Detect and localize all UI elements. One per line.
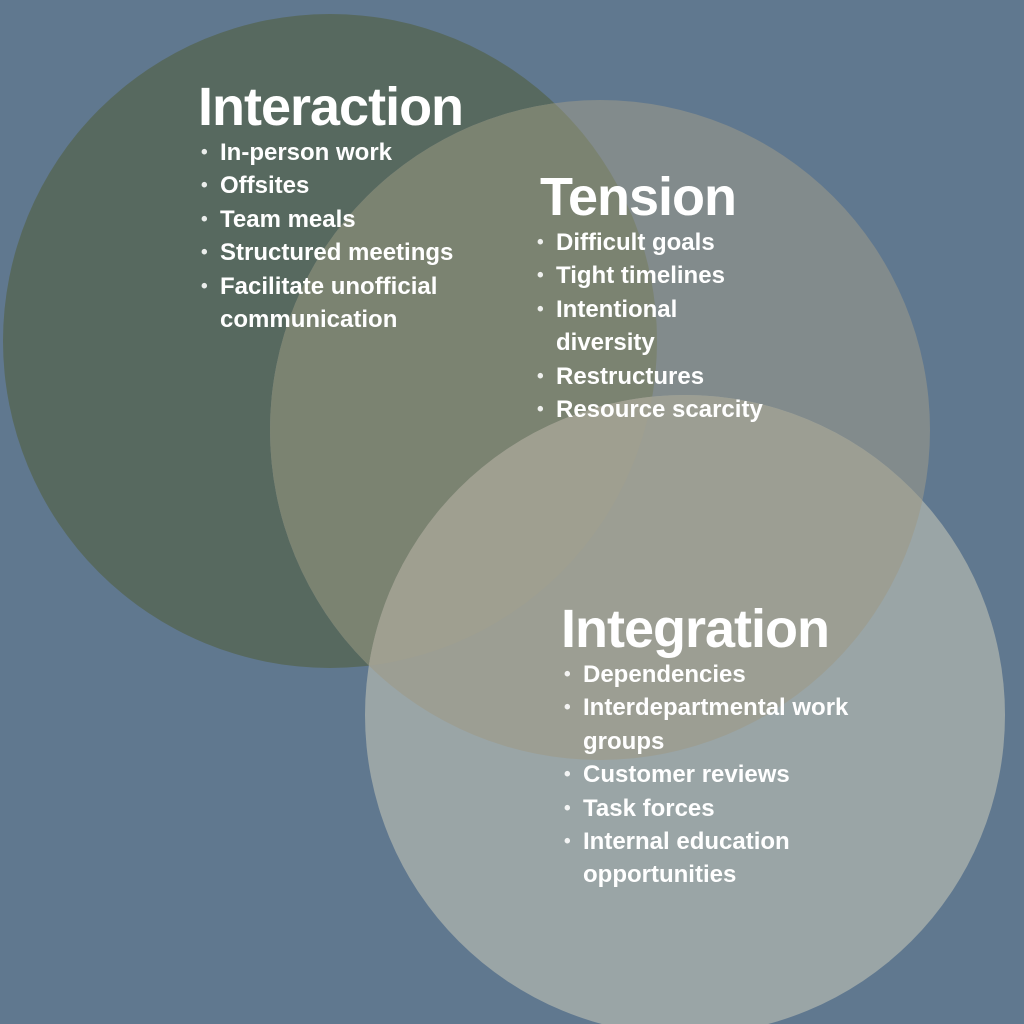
bullet-item: Restructures bbox=[536, 360, 763, 394]
triple-overlap bbox=[365, 395, 657, 668]
bullet-item: Resource scarcity bbox=[536, 393, 763, 427]
bullet-item: Offsites bbox=[200, 169, 500, 203]
bullet-item: Team meals bbox=[200, 203, 500, 237]
bullet-item: Dependencies bbox=[563, 658, 903, 692]
interaction-section: Interaction In-person workOffsitesTeam m… bbox=[198, 80, 500, 336]
interaction-list: In-person workOffsitesTeam mealsStructur… bbox=[200, 136, 500, 336]
integration-title: Integration bbox=[561, 599, 830, 659]
interaction-title: Interaction bbox=[198, 77, 464, 137]
integration-section: Integration DependenciesInterdepartmenta… bbox=[561, 602, 903, 892]
bullet-item: Facilitate unofficial communication bbox=[200, 270, 500, 337]
bullet-item: Tight timelines bbox=[536, 259, 763, 293]
integration-list: DependenciesInterdepartmental work group… bbox=[563, 658, 903, 892]
bullet-item: Customer reviews bbox=[563, 758, 903, 792]
bullet-item: Intentional diversity bbox=[536, 293, 736, 360]
bullet-item: Difficult goals bbox=[536, 226, 763, 260]
bullet-item: Structured meetings bbox=[200, 236, 500, 270]
tension-title: Tension bbox=[540, 167, 737, 227]
bullet-item: Task forces bbox=[563, 792, 903, 826]
bullet-item: Internal education opportunities bbox=[563, 825, 843, 892]
tension-list: Difficult goalsTight timelinesIntentiona… bbox=[536, 226, 763, 427]
tension-section: Tension Difficult goalsTight timelinesIn… bbox=[537, 167, 763, 427]
bullet-item: Interdepartmental work groups bbox=[563, 691, 903, 758]
bullet-item: In-person work bbox=[200, 136, 500, 170]
